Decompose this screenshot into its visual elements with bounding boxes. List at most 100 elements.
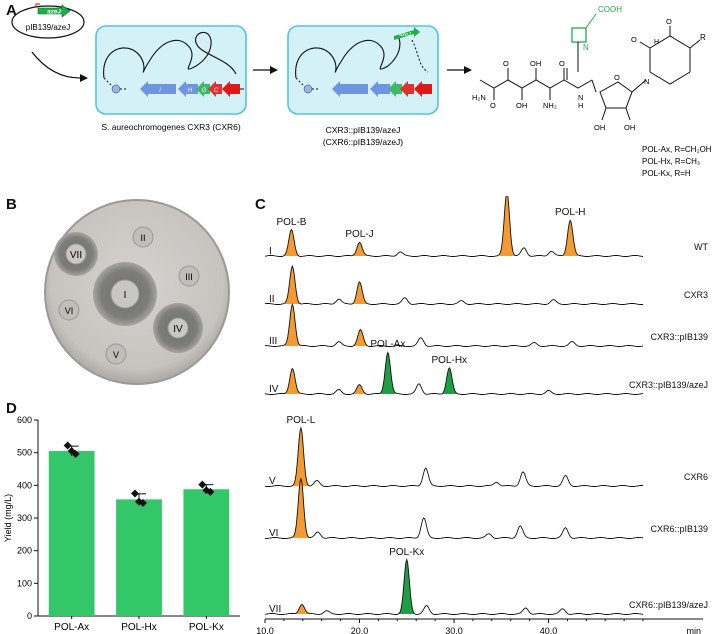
y-tick-label-200: 200	[17, 546, 32, 556]
trace-line-VI	[265, 478, 644, 539]
mol-legend-1: POL-Hx, R=CH₃	[642, 157, 700, 166]
peak-fill-V-0	[293, 427, 309, 486]
mol-n-uracil: N	[644, 77, 649, 86]
peak-label-POL-B: POL-B	[276, 217, 306, 228]
cell-1	[95, 25, 247, 115]
strain2-caption-line1: CXR3::pIB139/azeJ	[326, 125, 401, 135]
y-tick-label-500: 500	[17, 448, 32, 458]
mol-o-sugar: O	[614, 73, 620, 82]
zone-v	[105, 343, 127, 365]
time-unit: min	[686, 626, 701, 634]
agar-plate: I II III IV V VI VII	[36, 196, 236, 386]
mol-oh-3: OH	[594, 123, 605, 132]
peak-fill-VII-0	[294, 604, 310, 614]
x-tick-label-POL-Hx: POL-Hx	[121, 622, 157, 633]
plasmid-gene-text: azeJ	[47, 9, 61, 16]
peak-fill-IV-1	[351, 384, 368, 395]
plasmid-promoter	[35, 3, 40, 8]
trace-line-VII	[264, 557, 644, 615]
trace-row-label-V: V	[269, 476, 276, 487]
bar-POL-Ax	[48, 451, 95, 616]
peak-fill-I-2	[499, 196, 515, 256]
chromosome-1	[103, 32, 237, 79]
panel-d-letter: D	[6, 400, 17, 417]
y-tick-label-600: 600	[17, 415, 32, 425]
gene-label-c: C	[214, 88, 219, 94]
curved-arrow-head	[80, 74, 88, 82]
peak-fill-IV-0	[284, 368, 300, 394]
peak-label-POL-J: POL-J	[345, 229, 373, 240]
data-point-POL-Hx-2	[139, 498, 147, 507]
peak-fill-I-1	[351, 242, 368, 256]
zone-iii	[178, 265, 200, 287]
trace-name-I: WT	[694, 242, 708, 252]
peak-fill-I-0	[283, 229, 300, 257]
peak-fill-I-3	[562, 220, 578, 256]
mol-o-1: O	[490, 101, 496, 110]
trace-name-V: CXR6	[684, 472, 708, 482]
plasmid-label: pIB139/azeJ	[26, 23, 70, 32]
gene-label-g: G	[202, 88, 207, 94]
zone-label-i: I	[124, 290, 127, 301]
trace-line-V	[264, 426, 643, 487]
zone-label-ii: II	[140, 233, 145, 243]
chromatogram-panel: POL-BPOL-JPOL-APOL-HIWTIICXR3IIICXR3::pI…	[256, 196, 708, 634]
mol-oh-1: OH	[516, 101, 527, 110]
molecule-structure	[479, 13, 701, 121]
mol-legend-0: POL-Ax, R=CH₂OH	[642, 145, 712, 154]
peak-label-POL-Hx: POL-Hx	[431, 355, 467, 366]
x-tick-label-POL-Ax: POL-Ax	[54, 622, 89, 633]
time-tick-label-0: 10.0	[256, 626, 274, 634]
trace-row-label-IV: IV	[269, 384, 279, 395]
bar-POL-Hx	[116, 499, 162, 616]
y-tick-label-300: 300	[17, 513, 32, 523]
mol-r: R	[700, 33, 706, 42]
data-point-POL-Ax-0	[63, 441, 72, 450]
mol-o-uracil-left: O	[631, 35, 637, 44]
chromosome-2	[295, 35, 401, 79]
trace-line-II	[264, 264, 643, 305]
y-tick-label-0: 0	[27, 611, 32, 621]
zone-label-iii: III	[185, 272, 193, 282]
mol-oh-4: OH	[624, 123, 635, 132]
panel-a-figure: azeJ pIB139/azeJ I H G C S. aureochromog…	[11, 3, 712, 178]
peak-fill-VII-1	[399, 559, 415, 614]
time-tick-label-1: 20.0	[351, 626, 369, 634]
x-tick-label-POL-Kx: POL-Kx	[189, 622, 224, 633]
cell-2	[287, 25, 439, 115]
panel-b-letter: B	[6, 196, 17, 213]
strain2-azej-arrow	[394, 27, 420, 40]
peak-fill-IV-3	[441, 367, 457, 394]
bar-POL-Kx	[183, 489, 230, 616]
y-tick-label-100: 100	[17, 578, 32, 588]
zone-ii	[132, 226, 154, 248]
trace-row-label-III: III	[269, 336, 277, 347]
panel-c-letter: C	[255, 196, 266, 213]
mol-cooh: COOH	[598, 5, 622, 14]
trace-row-label-VI: VI	[269, 528, 278, 539]
y-tick-label-400: 400	[17, 480, 32, 490]
mol-o-uracil-top: O	[666, 17, 672, 26]
mol-oh-2: OH	[530, 59, 541, 68]
trace-V: POL-L V CXR6	[264, 415, 708, 487]
peak-fill-IV-2	[380, 352, 396, 394]
zone-label-vi: VI	[65, 306, 74, 316]
peak-label-POL-Ax: POL-Ax	[370, 339, 405, 350]
plasmid-azej-arrow	[37, 4, 71, 18]
trace-row-label-I: I	[269, 246, 272, 257]
mol-h2n: H₂N	[472, 93, 486, 102]
strain1-caption: S. aureochromogenes CXR3 (CXR6)	[101, 122, 241, 132]
strain2-caption-line2: (CXR6::pIB139/azeJ)	[323, 137, 403, 147]
data-point-POL-Hx-0	[131, 489, 139, 498]
trace-name-VII: CXR6::pIB139/azeJ	[629, 600, 708, 610]
trace-name-IV: CXR3::pIB139/azeJ	[629, 380, 708, 390]
zone-label-v: V	[113, 350, 119, 360]
time-tick-label-3: 40.0	[540, 626, 558, 634]
peak-label-POL-H: POL-H	[555, 207, 586, 218]
mol-n-amide: N	[578, 93, 583, 102]
peak-label-POL-L: POL-L	[286, 415, 315, 426]
mol-legend-2: POL-Kx, R=H	[642, 169, 691, 178]
